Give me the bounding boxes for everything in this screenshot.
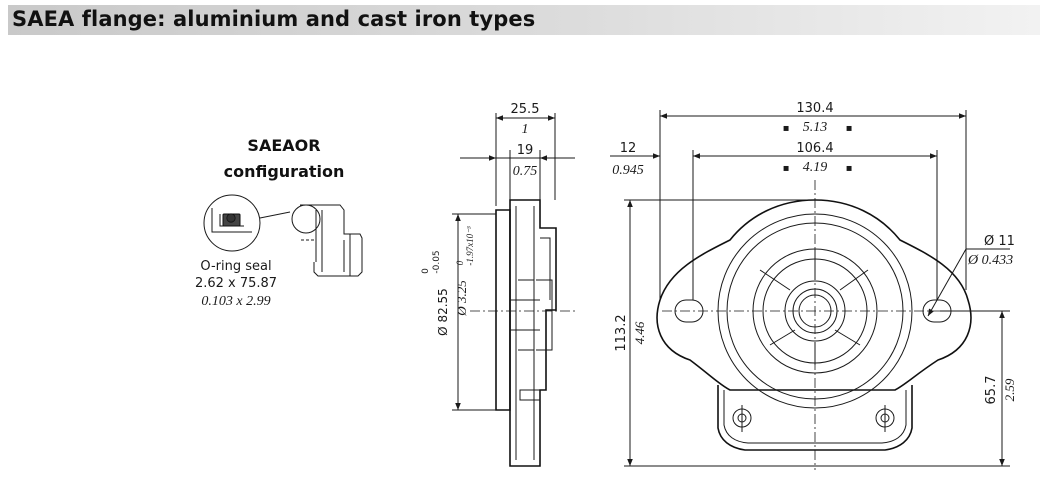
dim-overall-width-mm: 130.4 [796,101,833,116]
seal-size-mm: 2.62 x 75.87 [195,276,277,291]
config-title-line1: SAEAOR [247,136,320,155]
dim-pilot-dia-in: Ø 3.25 [454,280,469,317]
svg-text:▪: ▪ [783,163,790,174]
dim-edge-offset-in: 0.945 [612,163,644,178]
dim-hole-spacing-mm: 106.4 [796,141,833,156]
dim-width-flange-mm: 19 [517,143,534,158]
page-title: SAEA flange: aluminium and cast iron typ… [12,7,536,31]
dim-pilot-dia-mm: Ø 82.55 [436,288,450,336]
seal-size-in: 0.103 x 2.99 [201,294,270,309]
dim-width-flange-in: 0.75 [513,164,538,179]
seal-detail-icon [203,194,363,277]
dim-hole-spacing-in: 4.19 [803,160,828,175]
title-bar: SAEA flange: aluminium and cast iron typ… [8,5,1040,35]
dim-center-height-in: 2.59 [1002,378,1017,401]
dim-pilot-tol-mm-upper: 0 [421,268,431,274]
svg-text:▪: ▪ [783,123,790,134]
svg-text:▪: ▪ [846,163,853,174]
dim-pilot-tol-mm-lower: -0.05 [432,250,442,273]
side-view [470,113,575,467]
dim-height-in: 4.46 [632,321,647,344]
dim-width-total-mm: 25.5 [511,102,540,117]
config-title-line2: configuration [224,162,345,181]
dim-hole-dia-in: Ø 0.433 [967,253,1013,268]
dim-hole-dia-mm: Ø 11 [984,234,1015,249]
dim-pilot-tol-in-lower: -1.97x10⁻³ [465,226,475,265]
dim-width-total-in: 1 [522,122,529,137]
dim-height-mm: 113.2 [614,314,629,351]
seal-label: O-ring seal [200,259,271,274]
dim-pilot-tol-in-upper: 0 [455,260,465,265]
svg-text:▪: ▪ [846,123,853,134]
dim-overall-width-in: 5.13 [803,120,828,135]
front-view [624,110,1010,470]
dim-edge-offset-mm: 12 [620,141,637,156]
dim-center-height-mm: 65.7 [984,376,999,405]
